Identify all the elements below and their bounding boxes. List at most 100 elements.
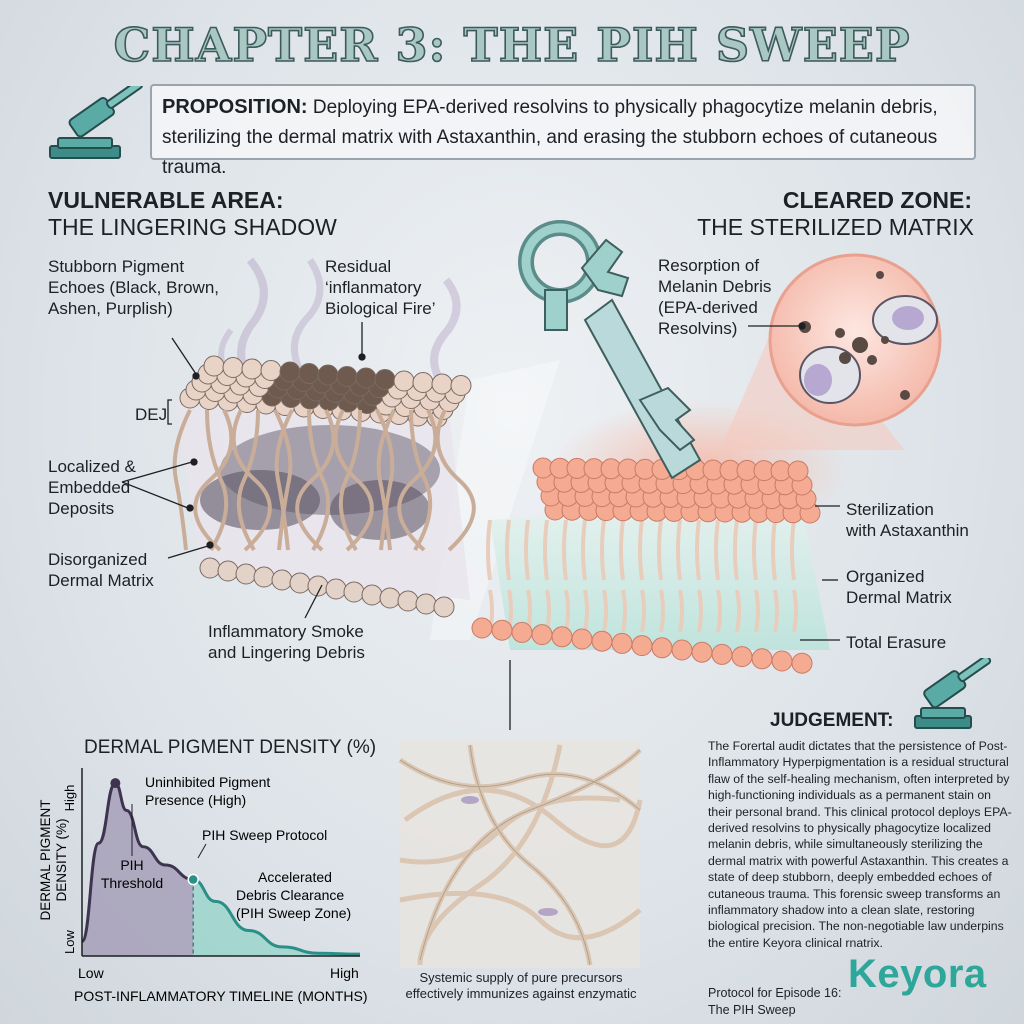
lipid-tail [752, 519, 758, 581]
lipid-head [361, 584, 383, 606]
right-heading: CLEARED ZONE: [782, 187, 972, 213]
x-tick-low: Low [78, 965, 105, 981]
label-pigment-echoes: Stubborn Pigment Echoes (Black, Brown, A… [48, 257, 220, 318]
lipid-tail [409, 409, 433, 552]
lipid-tail [231, 409, 272, 552]
macrophage-cells [799, 271, 938, 404]
lipid-head [289, 572, 311, 594]
lipid-tail [193, 409, 234, 552]
proposition: PROPOSITION: Deploying EPA-derived resol… [162, 92, 970, 183]
lipid-tail [754, 589, 760, 633]
right-subheading: THE STERILIZED MATRIX [697, 214, 974, 240]
left-lower-lipid-heads [199, 557, 455, 618]
lipid-head [374, 369, 396, 390]
lipid-head [791, 652, 813, 674]
protocol-start-marker [187, 873, 199, 886]
left-subheading: THE LINGERING SHADOW [48, 214, 337, 240]
judgement-heading: JUDGEMENT: [770, 710, 894, 731]
judgement-text: The Forertal audit dictates that the per… [708, 739, 1012, 950]
lipid-head [325, 578, 347, 600]
sweep-zone-line [192, 878, 361, 956]
lipid-tail [600, 519, 606, 581]
label-dej: DEJ [135, 405, 168, 424]
lipid-tail [638, 519, 644, 581]
lipid-tail [236, 409, 260, 552]
lipid-head [787, 460, 809, 482]
label-total-erasure: Total Erasure [846, 633, 947, 652]
lipid-tail [716, 589, 722, 633]
label-smoke-debris: Inflammatory Smoke and Lingering Debris [208, 622, 365, 662]
lipid-tail [640, 589, 646, 633]
lipid-tail [602, 589, 608, 633]
label-biological-fire: Residual ‘inflanmatory Biological Fire’ [325, 257, 436, 318]
annotation-sweep-protocol: PIH Sweep Protocol [202, 827, 327, 843]
protocol-pointer [197, 843, 207, 859]
lipid-tail [773, 589, 779, 633]
annotation-clearance-1: Accelerated [258, 869, 332, 885]
right-lower-lipid-heads [471, 617, 813, 674]
lipid-head [571, 628, 593, 650]
annotation-clearance-3: (PIH Sweep Zone) [236, 905, 351, 921]
proposition-box [150, 84, 976, 160]
lipid-head [651, 637, 673, 659]
right-lipid-heads [532, 457, 821, 524]
lipid-head [491, 619, 513, 641]
lipid-tail [274, 409, 294, 551]
lipid-tail [333, 409, 374, 552]
chart-title: DERMAL PIGMENT DENSITY (%) [84, 737, 377, 758]
pre-protocol-area [82, 783, 194, 956]
keyora-logo: Keyora [848, 952, 987, 996]
annotation-clearance-2: Debris Clearance [236, 887, 344, 903]
label-resorption: Resorption of Melanin Debris (EPA-derive… [658, 256, 772, 338]
lipid-head [433, 596, 455, 618]
lipid-tail [562, 519, 568, 581]
page-title: CHAPTER 3: THE PIH SWEEP [113, 17, 911, 73]
lipid-head [253, 566, 275, 588]
lipid-tail [397, 409, 438, 552]
lipid-head [260, 360, 282, 381]
annotation-uninhibited-1: Uninhibited Pigment [145, 774, 270, 790]
lipid-head [355, 367, 377, 389]
x-axis-label: POST-INFLAMMATORY TIMELINE (MONTHS) [74, 988, 368, 1004]
lipid-head [450, 375, 472, 396]
left-lipid-heads [179, 355, 472, 428]
lipid-head [412, 372, 434, 393]
lipid-head [531, 624, 553, 646]
lipid-head [241, 358, 263, 380]
lipid-tail [435, 409, 476, 552]
lipid-tail [790, 519, 796, 581]
inset-caption: Systemic supply of pure precursors effec… [405, 970, 637, 1001]
lipid-head [731, 646, 753, 668]
leader-lines [121, 322, 840, 730]
lipid-head [271, 569, 293, 591]
right-lipid-tails [486, 519, 798, 633]
lipid-tail [307, 409, 331, 552]
y-tick-high: High [62, 785, 77, 812]
lipid-tail [205, 409, 229, 552]
lipid-tail [735, 589, 741, 633]
lipid-head [298, 363, 320, 384]
label-sterilization: Sterilization with Astaxanthin [846, 500, 969, 540]
lipid-head [343, 581, 365, 603]
lipid-head [279, 361, 301, 383]
left-lipid-tails [172, 409, 476, 552]
lipid-head [671, 639, 693, 661]
lipid-tail [621, 589, 627, 633]
lipid-tail [695, 519, 701, 581]
y-tick-low: Low [62, 929, 77, 953]
lipid-tail [172, 409, 192, 551]
lipid-tail [486, 519, 492, 581]
sweep-zone-area [193, 879, 360, 956]
label-organized-matrix: Organized Dermal Matrix [846, 567, 952, 607]
lipid-head [711, 643, 733, 665]
lipid-head [379, 587, 401, 609]
label-disorganized-matrix: Disorganized Dermal Matrix [48, 550, 154, 590]
lipid-tail [697, 589, 703, 633]
lipid-head [415, 593, 437, 615]
lipid-head [222, 357, 244, 378]
lipid-tail [676, 519, 682, 581]
proposition-text: Deploying EPA-derived resolvins to physi… [162, 97, 938, 178]
judgement-footer: Protocol for Episode 16: The PIH Sweep [708, 986, 842, 1017]
lipid-head [751, 648, 773, 670]
